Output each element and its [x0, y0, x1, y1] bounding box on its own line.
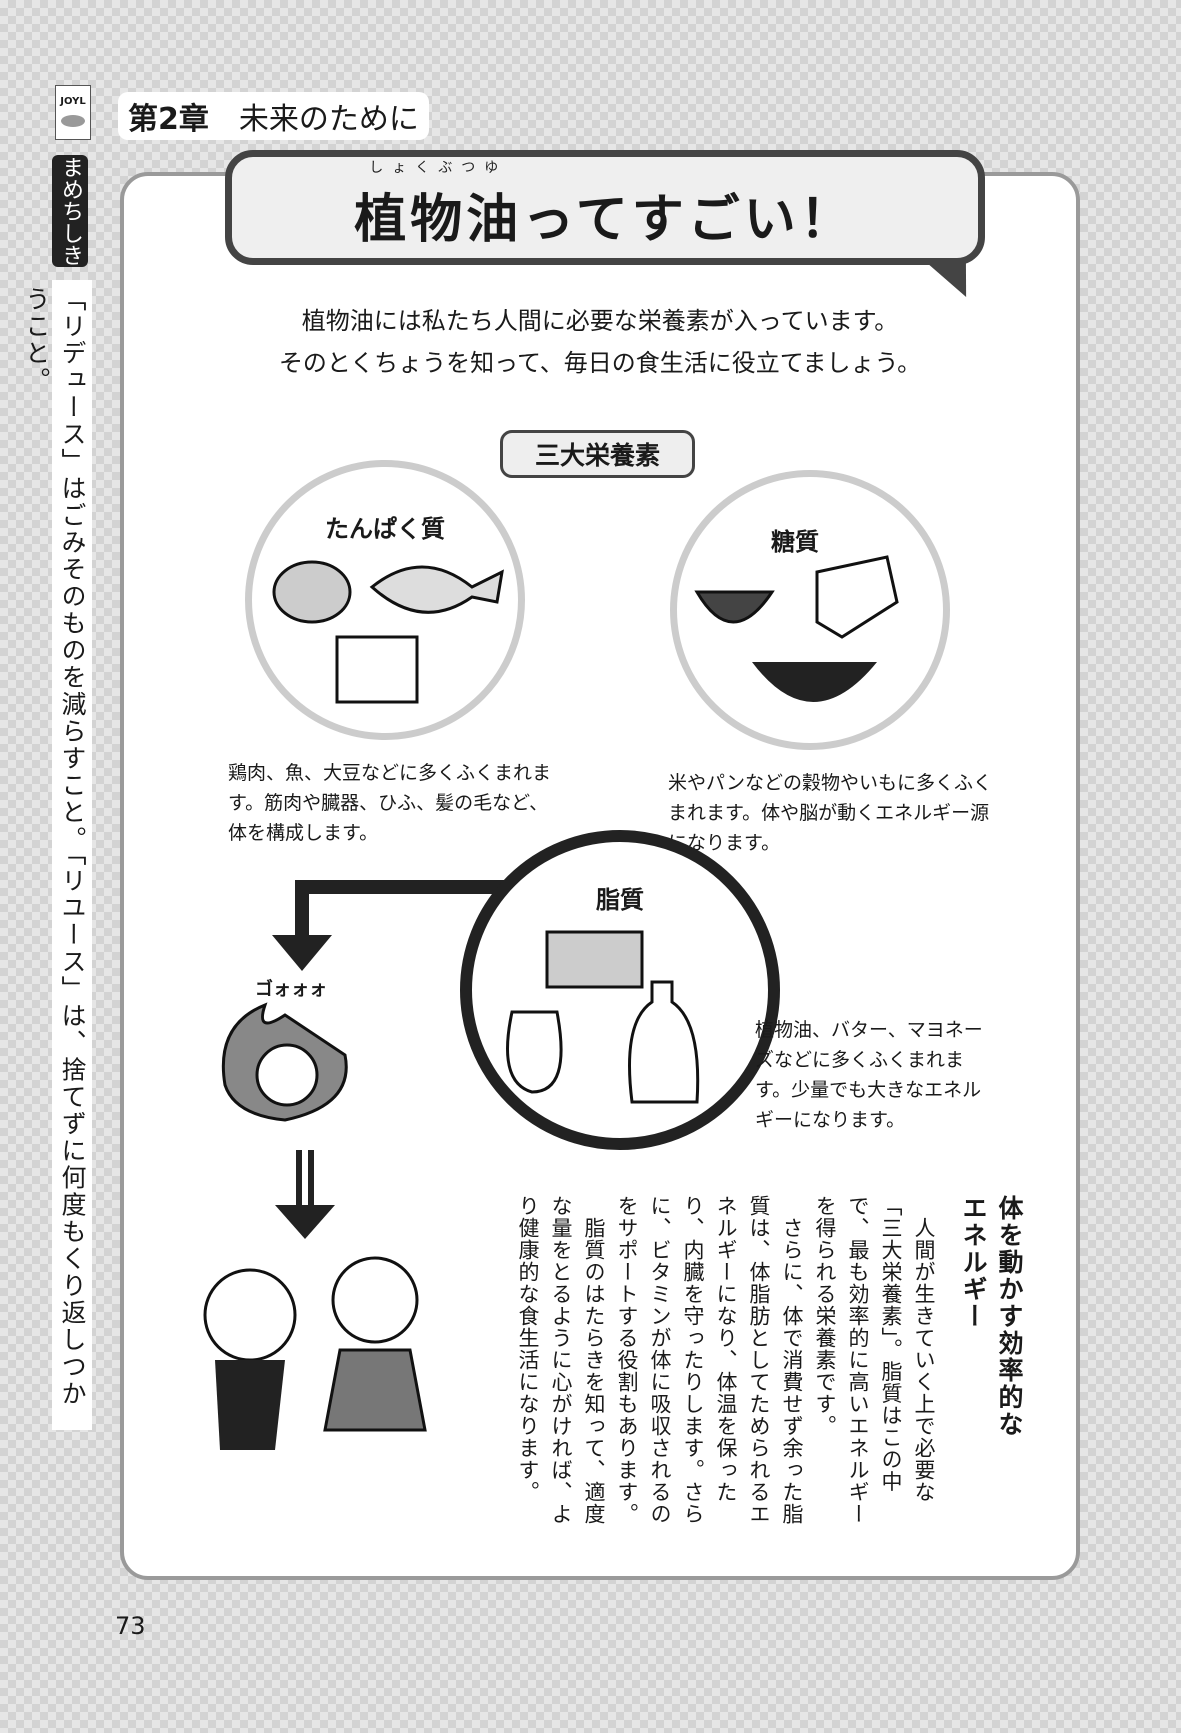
carb-circle: 糖質	[670, 470, 950, 750]
chapter-number: 第2章	[128, 102, 209, 137]
leaf-icon	[61, 115, 85, 127]
arrow-line	[295, 880, 309, 940]
section-label: 三大栄養素	[500, 430, 695, 478]
arrow-down-icon	[275, 1205, 335, 1239]
arrow-line	[308, 1150, 314, 1210]
arrow-line	[296, 1150, 302, 1210]
protein-title: たんぱく質	[325, 515, 445, 543]
fat-circle: 脂質	[460, 830, 780, 1150]
tofu-icon	[335, 635, 419, 704]
page-number: 73	[115, 1612, 146, 1640]
page-title: しょくぶつゆ 植物油ってすごい！	[225, 150, 985, 265]
fat-title: 脂質	[596, 886, 644, 914]
intro-line: 植物油には私たち人間に必要な栄養素が入っています。	[301, 307, 899, 335]
oil-bottle-icon	[628, 980, 700, 1104]
carb-title: 糖質	[771, 528, 819, 556]
carb-caption: 米やパンなどの穀物やいもに多くふくまれます。体や脳が動くエネルギー源になります。	[668, 772, 992, 854]
happy-kids-illustration	[203, 1256, 427, 1450]
title-text: 植物油ってすごい！	[354, 190, 856, 250]
chapter-header: 第2章未来のために	[118, 92, 429, 140]
fat-foods-illustration	[506, 930, 700, 1104]
carb-foods-illustration	[694, 555, 899, 702]
title-ruby: しょくぶつゆ	[369, 160, 508, 176]
trivia-tag: まめちしき	[52, 155, 88, 267]
butter-icon	[545, 930, 644, 989]
column-paragraph: 人間が生きていく上で必要な「三大栄養素」。脂質はこの中で、最も効率的に高いエネル…	[813, 1195, 936, 1525]
noodle-bowl-icon	[752, 662, 877, 702]
mayonnaise-icon	[506, 1010, 563, 1094]
chapter-title: 未来のために	[238, 102, 419, 137]
fat-caption: 植物油、バター、マヨネーズなどに多くふくまれます。少量でも大きなエネルギーになり…	[755, 1019, 983, 1131]
logo-text: JOYL	[60, 96, 86, 107]
sound-effect: ゴォォォ	[255, 979, 327, 1000]
protein-caption: 鶏肉、魚、大豆などに多くふくまれます。筋肉や臓器、ひふ、髪の毛など、体を構成しま…	[228, 762, 552, 844]
protein-circle: たんぱく質	[245, 460, 525, 740]
flame-character-illustration	[221, 1002, 348, 1122]
intro-line: そのとくちょうを知って、毎日の食生活に役立てましょう。	[278, 349, 922, 377]
chicken-icon	[272, 560, 352, 624]
arrow-down-icon	[272, 935, 332, 971]
column-paragraph: さらに、体で消費せず余った脂質は、体脂肪としてためられるエネルギーになり、体温を…	[615, 1195, 804, 1525]
protein-foods-illustration	[272, 560, 504, 704]
intro-text: 植物油には私たち人間に必要な栄養素が入っています。 そのとくちょうを知って、毎日…	[180, 300, 1020, 384]
column-heading-line: 体を動かす効率的な	[995, 1195, 1024, 1438]
column-heading-line: エネルギー	[959, 1195, 988, 1330]
rice-bowl-icon	[694, 590, 775, 624]
column-heading: 体を動かす効率的な エネルギー	[955, 1195, 1027, 1535]
column-body: 人間が生きていく上で必要な「三大栄養素」。脂質はこの中で、最も効率的に高いエネル…	[485, 1195, 940, 1525]
bread-icon	[815, 555, 899, 639]
fish-icon	[369, 565, 504, 614]
sidebar-trivia-text: 「リデュース」はごみそのものを減らすこと。「リユース」は、捨てずに何度もくり返し…	[22, 280, 92, 1430]
joyl-logo: JOYL	[55, 85, 91, 140]
column-paragraph: 脂質のはたらきを知って、適度な量をとるように心がければ、より健康的な食生活になり…	[516, 1195, 606, 1525]
title-wrap: しょくぶつゆ 植物油ってすごい！	[354, 160, 856, 252]
